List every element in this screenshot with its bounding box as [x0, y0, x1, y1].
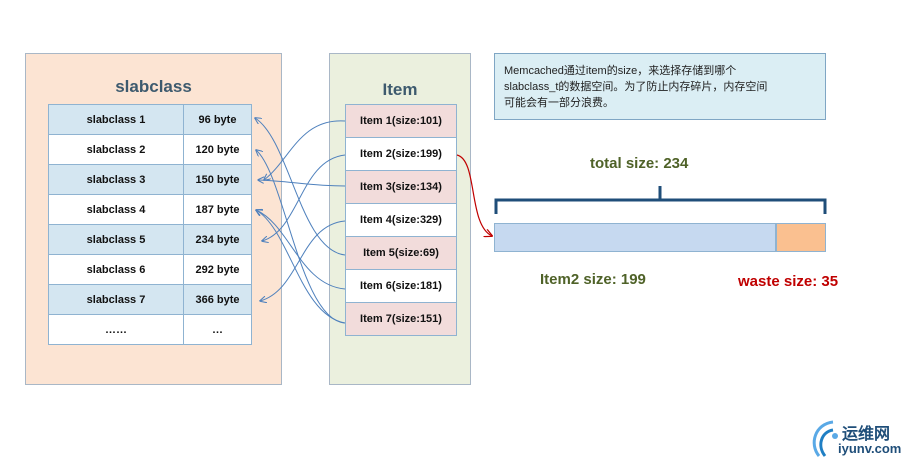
used-memory-bar: [494, 223, 776, 252]
slabclass-name: ……: [48, 314, 184, 345]
slabclass-name: slabclass 5: [48, 224, 184, 255]
slabclass-row: slabclass 2 120 byte: [48, 134, 252, 165]
slabclass-name: slabclass 3: [48, 164, 184, 195]
note-line: Memcached通过item的size，来选择存储到哪个: [504, 65, 737, 77]
slabclass-size: …: [183, 314, 252, 345]
note-line: slabclass_t的数据空间。为了防止内存碎片，内存空间: [504, 81, 768, 93]
slabclass-row: …… …: [48, 314, 252, 345]
slabclass-name: slabclass 6: [48, 254, 184, 285]
item-cell: Item 2(size:199): [345, 137, 457, 171]
slabclass-name: slabclass 1: [48, 104, 184, 135]
total-size-bracket: [494, 186, 827, 214]
arrow-item5-to-slab1: [255, 118, 346, 256]
slabclass-row: slabclass 5 234 byte: [48, 224, 252, 255]
item-cell: Item 6(size:181): [345, 269, 457, 303]
item-row: Item 2(size:199): [345, 137, 457, 171]
slabclass-row: slabclass 4 187 byte: [48, 194, 252, 225]
slabclass-table: slabclass 1 96 byte slabclass 2 120 byte…: [48, 104, 252, 345]
slabclass-size: 292 byte: [183, 254, 252, 285]
item-cell: Item 5(size:69): [345, 236, 457, 270]
item-row: Item 3(size:134): [345, 170, 457, 204]
arrow-item4-to-slab7: [260, 220, 346, 301]
arrow-item3-to-slab3: [258, 180, 346, 187]
arrow-item2-to-memory: [456, 154, 492, 236]
slabclass-row: slabclass 6 292 byte: [48, 254, 252, 285]
arrow-item1-to-slab3: [264, 120, 346, 180]
slabclass-name: slabclass 2: [48, 134, 184, 165]
waste-memory-bar: [776, 223, 826, 252]
arrow-item7-to-slab4: [256, 210, 346, 324]
item-row: Item 4(size:329): [345, 203, 457, 237]
slabclass-row: slabclass 7 366 byte: [48, 284, 252, 315]
item-cell: Item 7(size:151): [345, 302, 457, 336]
item-cell: Item 1(size:101): [345, 104, 457, 138]
slabclass-size: 120 byte: [183, 134, 252, 165]
slabclass-size: 150 byte: [183, 164, 252, 195]
watermark-cn: 运维网: [842, 426, 891, 443]
note-line: 可能会有一部分浪费。: [504, 97, 614, 109]
item-row: Item 1(size:101): [345, 104, 457, 138]
note-box: Memcached通过item的size，来选择存储到哪个 slabclass_…: [494, 53, 826, 120]
arrow-item6-to-slab4: [256, 210, 346, 290]
arrow-item2-to-slab5: [262, 154, 346, 241]
item-row: Item 6(size:181): [345, 269, 457, 303]
item-title: Item: [382, 80, 418, 99]
item-table: Item 1(size:101) Item 2(size:199) Item 3…: [345, 104, 457, 336]
slabclass-row: slabclass 1 96 byte: [48, 104, 252, 135]
item2-size-label: Item2 size: 199: [540, 271, 646, 288]
item-row: Item 7(size:151): [345, 302, 457, 336]
slabclass-size: 187 byte: [183, 194, 252, 225]
watermark-url: iyunv.com: [838, 441, 902, 456]
slabclass-size: 234 byte: [183, 224, 252, 255]
slabclass-size: 96 byte: [183, 104, 252, 135]
slabclass-title: slabclass: [115, 77, 192, 96]
slabclass-row: slabclass 3 150 byte: [48, 164, 252, 195]
item-cell: Item 3(size:134): [345, 170, 457, 204]
item-row: Item 5(size:69): [345, 236, 457, 270]
watermark-logo-icon: [812, 420, 838, 457]
item-cell: Item 4(size:329): [345, 203, 457, 237]
waste-size-label: waste size: 35: [738, 273, 839, 290]
total-size-label: total size: 234: [590, 155, 689, 172]
slabclass-size: 366 byte: [183, 284, 252, 315]
arrow-item7-to-slab2: [256, 150, 346, 324]
slabclass-name: slabclass 4: [48, 194, 184, 225]
